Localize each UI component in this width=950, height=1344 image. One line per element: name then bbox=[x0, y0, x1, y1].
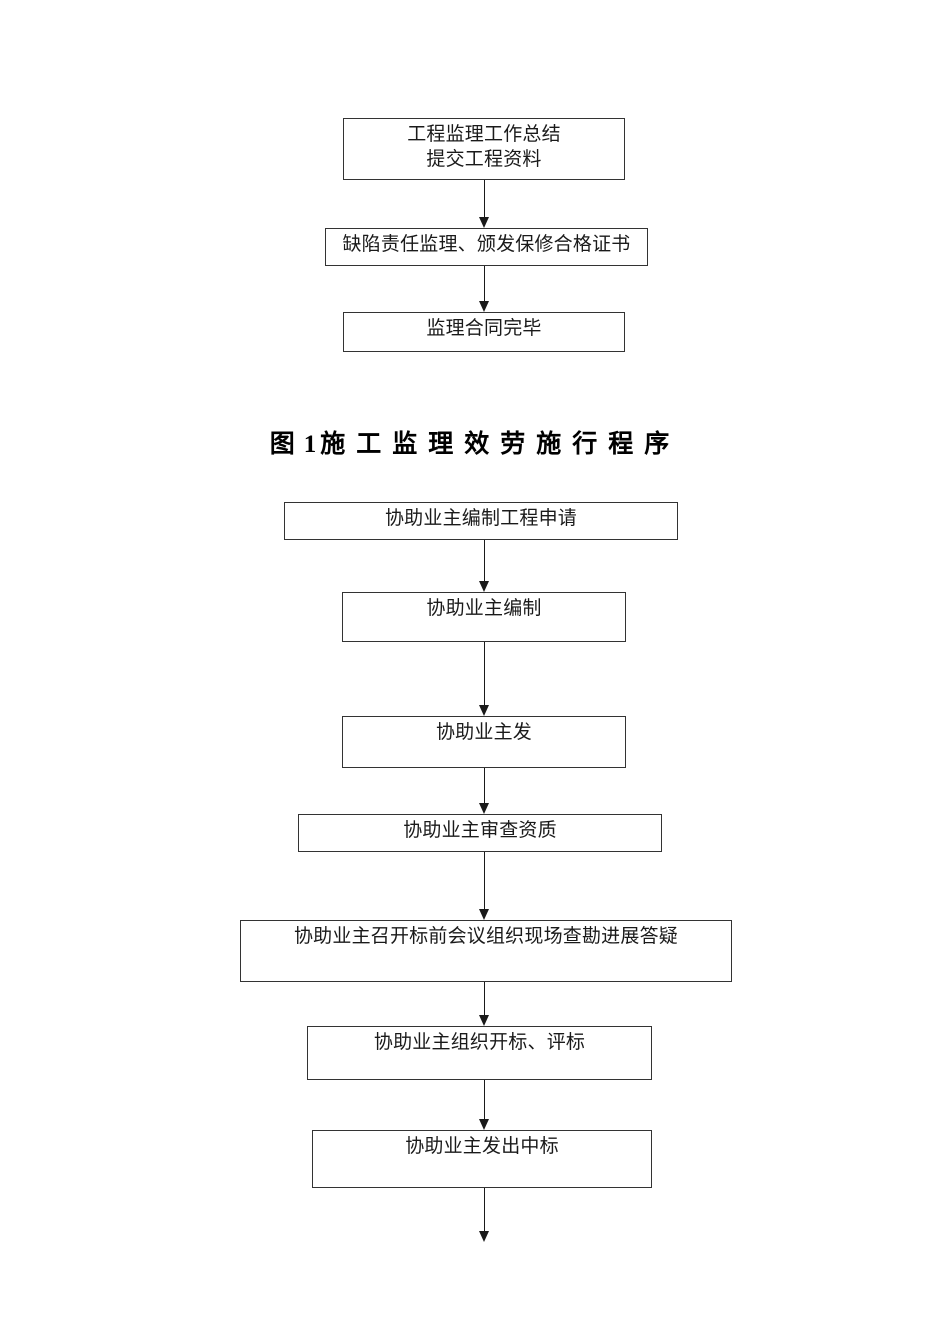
caption-fig-number: 1 bbox=[303, 431, 321, 458]
flow-node-prepare-application: 协助业主编制工程申请 bbox=[284, 502, 678, 540]
flow-node-line: 缺陷责任监理、颁发保修合格证书 bbox=[342, 234, 631, 255]
flow-node-line: 协助业主发 bbox=[435, 722, 532, 743]
flow-node-owner-compile: 协助业主编制 bbox=[342, 592, 626, 642]
flow-node-engineering-summary: 工程监理工作总结 提交工程资料 bbox=[343, 118, 625, 180]
caption-fig-word: 图 bbox=[269, 431, 304, 458]
flow-node-owner-issue: 协助业主发 bbox=[342, 716, 626, 768]
flow-node-line: 工程监理工作总结 bbox=[407, 124, 561, 145]
caption-fig-title: 施工监理效劳施行程序 bbox=[320, 431, 681, 458]
flow-node-open-and-evaluate-bid: 协助业主组织开标、评标 bbox=[307, 1026, 652, 1080]
flow-node-line: 协助业主编制 bbox=[426, 598, 542, 619]
flow-node-line: 协助业主组织开标、评标 bbox=[373, 1032, 586, 1053]
flow-node-line: 协助业主审查资质 bbox=[403, 820, 557, 841]
flow-node-pre-bid-meeting: 协助业主召开标前会议组织现场查勘进展答疑 bbox=[240, 920, 732, 982]
flow-node-review-qualification: 协助业主审查资质 bbox=[298, 814, 662, 852]
flow-node-line: 协助业主发出中标 bbox=[405, 1136, 559, 1157]
flow-node-line: 提交工程资料 bbox=[426, 148, 542, 170]
flow-node-contract-complete: 监理合同完毕 bbox=[343, 312, 625, 352]
flow-node-defect-liability: 缺陷责任监理、颁发保修合格证书 bbox=[325, 228, 648, 266]
flow-node-line: 监理合同完毕 bbox=[426, 318, 542, 339]
flow-node-line: 协助业主召开标前会议组织现场查勘进展答疑 bbox=[293, 926, 678, 947]
figure-caption: 图1施工监理效劳施行程序 bbox=[0, 424, 950, 460]
flow-node-issue-award-notice: 协助业主发出中标 bbox=[312, 1130, 652, 1188]
flow-node-line: 协助业主编制工程申请 bbox=[384, 508, 577, 529]
